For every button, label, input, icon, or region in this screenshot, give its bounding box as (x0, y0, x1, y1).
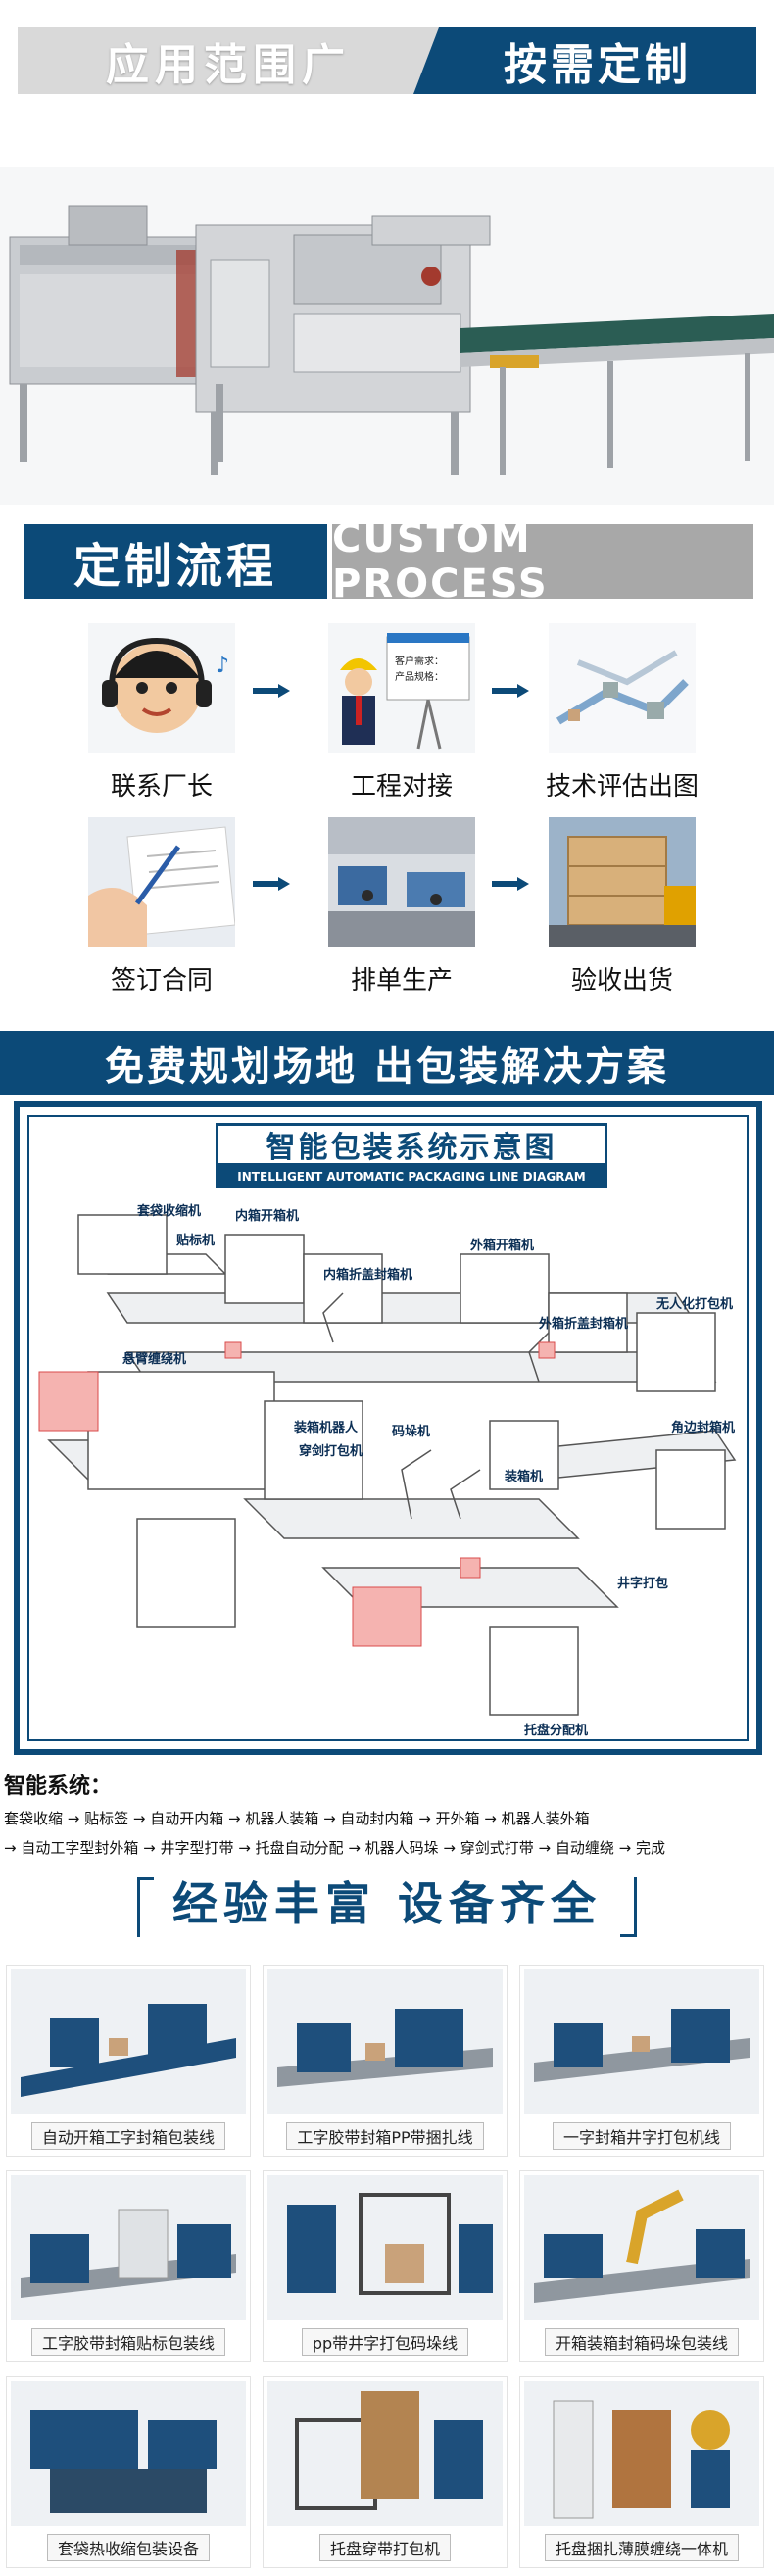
process-step-contract: 签订合同 (78, 817, 245, 996)
diagram-label: 角边封箱机 (671, 1421, 736, 1435)
product-card[interactable]: 工字胶带封箱PP带捆扎线 (263, 1965, 508, 2157)
product-card[interactable]: pp带井字打包码垛线 (263, 2170, 508, 2362)
system-flow-line-1: 套袋收缩 → 贴标签 → 自动开内箱 → 机器人装箱 → 自动封内箱 → 开外箱… (4, 1810, 590, 1827)
shipping-crate-icon (549, 817, 696, 947)
product-card[interactable]: 工字胶带封箱贴标包装线 (6, 2170, 251, 2362)
diagram-label: 内箱开箱机 (235, 1209, 300, 1224)
product-caption: 开箱装箱封箱码垛包装线 (544, 2328, 739, 2356)
svg-text:♪: ♪ (216, 654, 229, 678)
board-line-spec: 产品规格： (395, 670, 444, 683)
arrow-right-icon (492, 877, 529, 891)
product-caption: 工字胶带封箱贴标包装线 (30, 2328, 225, 2356)
diagram-label: 井字打包 (617, 1577, 669, 1591)
product-card[interactable]: 托盘捆扎薄膜缠绕一体机 (519, 2376, 764, 2568)
product-card[interactable]: 自动开箱工字封箱包装线 (6, 1965, 251, 2157)
factory-workshop-icon (328, 817, 475, 947)
banner-left-text: 应用范围广 (18, 27, 439, 94)
process-step-evaluation: 技术评估出图 (539, 623, 705, 802)
diagram-label: 装箱机 (505, 1470, 544, 1484)
product-image (11, 2175, 246, 2320)
diagram-label: 内箱折盖封箱机 (323, 1268, 413, 1283)
diagram-label: 外箱开箱机 (470, 1239, 535, 1253)
diagram-label: 悬臂缠绕机 (122, 1352, 187, 1367)
product-caption: 托盘穿带打包机 (318, 2534, 451, 2561)
custom-process-english: CUSTOM PROCESS (332, 516, 753, 607)
diagram-inner-border (27, 1115, 749, 1741)
process-step-label: 验收出货 (570, 966, 673, 996)
diagram-label: 贴标机 (176, 1234, 216, 1248)
product-image (267, 1969, 503, 2114)
shrink-wrap-machine-image (0, 167, 774, 505)
product-caption: 套袋热收缩包装设备 (46, 2534, 210, 2561)
product-image (11, 1969, 246, 2114)
product-image (267, 2381, 503, 2526)
arrow-right-icon (492, 684, 529, 698)
board-line-customer: 客户需求： (395, 655, 444, 667)
product-image (524, 2381, 759, 2526)
diagram-label: 套袋收缩机 (137, 1204, 202, 1219)
process-step-label: 签订合同 (110, 966, 213, 996)
process-step-label: 联系厂长 (110, 772, 213, 802)
diagram-title: 智能包装系统示意图 INTELLIGENT AUTOMATIC PACKAGIN… (216, 1123, 607, 1190)
banner-experience: 经验丰富 设备齐全 (137, 1871, 637, 1942)
system-heading: 智能系统： (4, 1774, 113, 1799)
diagram-label: 穿剑打包机 (299, 1444, 363, 1459)
system-flow-line-2: → 自动工字型封外箱 → 井字型打带 → 托盘自动分配 → 机器人码垛 → 穿剑… (4, 1839, 665, 1857)
process-step-label: 技术评估出图 (545, 772, 699, 802)
product-card[interactable]: 开箱装箱封箱码垛包装线 (519, 2170, 764, 2362)
headset-support-icon: ♪ (88, 623, 235, 753)
arrow-right-icon (253, 684, 290, 698)
process-step-production: 排单生产 (318, 817, 485, 996)
diagram-label: 托盘分配机 (524, 1724, 589, 1738)
product-card[interactable]: 托盘穿带打包机 (263, 2376, 508, 2568)
bracket-left (137, 1877, 154, 1937)
diagram-title-en: INTELLIGENT AUTOMATIC PACKAGING LINE DIA… (216, 1166, 607, 1188)
engineer-presentation-icon: 客户需求： 产品规格： (328, 623, 475, 753)
product-caption: pp带井字打包码垛线 (301, 2328, 469, 2356)
product-caption: 托盘捆扎薄膜缠绕一体机 (544, 2534, 739, 2561)
bracket-right (620, 1877, 637, 1937)
product-image (11, 2381, 246, 2526)
diagram-label: 码垛机 (392, 1425, 431, 1439)
product-caption: 工字胶带封箱PP带捆扎线 (286, 2122, 484, 2150)
product-image (267, 2175, 503, 2320)
product-caption: 一字封箱井字打包机线 (552, 2122, 731, 2150)
product-card[interactable]: 套袋热收缩包装设备 (6, 2376, 251, 2568)
signing-contract-icon (88, 817, 235, 947)
product-image (524, 2175, 759, 2320)
layout-drawing-icon (549, 623, 696, 753)
diagram-label: 外箱折盖封箱机 (539, 1317, 629, 1332)
arrow-right-icon (253, 877, 290, 891)
product-caption: 自动开箱工字封箱包装线 (30, 2122, 225, 2150)
custom-process-title: 定制流程 (24, 524, 327, 599)
product-image (524, 1969, 759, 2114)
process-step-delivery: 验收出货 (539, 817, 705, 996)
process-step-engineering: 客户需求： 产品规格： 工程对接 (318, 623, 485, 802)
process-step-contact: ♪ 联系厂长 (78, 623, 245, 802)
diagram-title-zh: 智能包装系统示意图 (216, 1123, 607, 1166)
packaging-line-diagram: 智能包装系统示意图 INTELLIGENT AUTOMATIC PACKAGIN… (14, 1101, 762, 1755)
diagram-label: 装箱机器人 (294, 1421, 359, 1435)
process-step-label: 排单生产 (350, 966, 453, 996)
line-drawing (38, 1214, 737, 1716)
process-step-label: 工程对接 (350, 772, 453, 802)
banner-experience-text: 经验丰富 设备齐全 (171, 1877, 602, 1930)
banner-right-text: 按需定制 (413, 27, 756, 94)
diagram-label: 无人化打包机 (656, 1297, 734, 1312)
banner-wide-range: 应用范围广 按需定制 (18, 27, 756, 94)
product-card[interactable]: 一字封箱井字打包机线 (519, 1965, 764, 2157)
banner-custom-process: 定制流程 CUSTOM PROCESS (24, 516, 753, 607)
banner-free-planning: 免费规划场地 出包装解决方案 (0, 1031, 774, 1095)
